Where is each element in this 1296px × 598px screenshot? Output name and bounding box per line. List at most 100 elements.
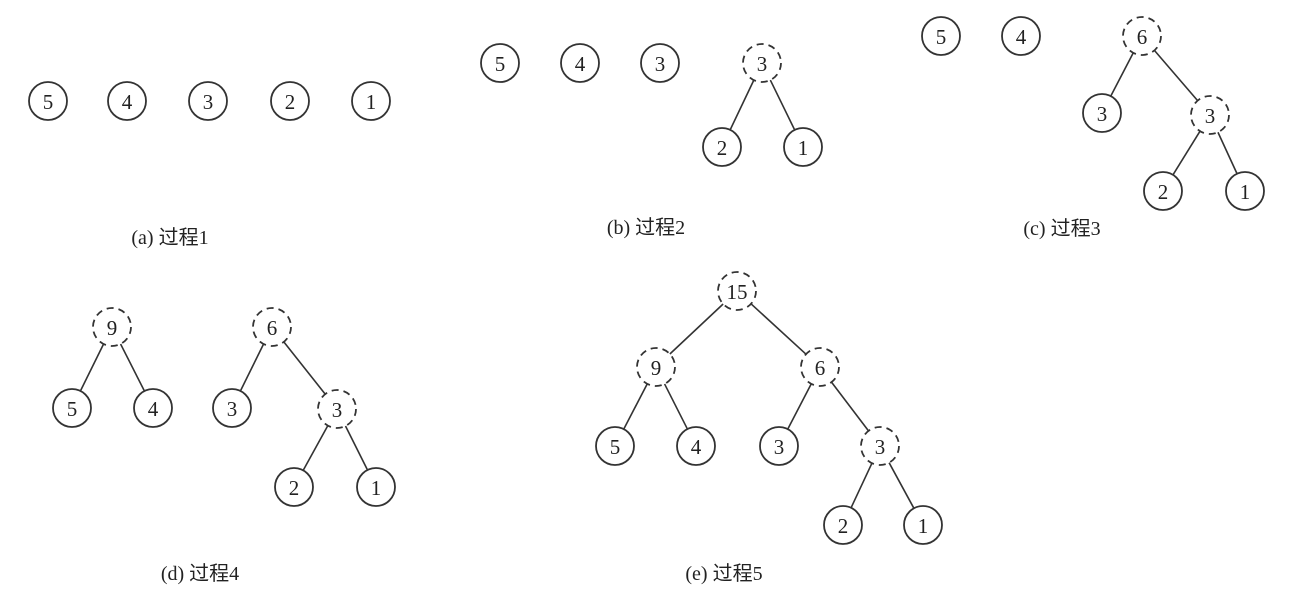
node-circle [921,16,961,56]
tree-edge [888,462,915,509]
leaf-node: 2 [823,505,863,545]
panel-caption: (b) 过程2 [607,216,685,239]
node-circle [783,127,823,167]
node-circle [640,43,680,83]
tree-edge [79,343,105,392]
dashed-node-circle [717,271,757,311]
node-circle [480,43,520,83]
panel-caption: (d) 过程4 [161,562,239,585]
merged-node: 3 [1190,95,1230,135]
node-circle [52,388,92,428]
leaf-node: 3 [212,388,252,428]
node-label: 1 [1240,180,1251,204]
leaf-node: 4 [676,426,716,466]
node-label: 3 [875,435,886,459]
dashed-node-circle [92,307,132,347]
merged-node: 6 [252,307,292,347]
tree-edge [623,383,648,430]
node-label: 5 [610,435,621,459]
leaf-node: 3 [759,426,799,466]
tree-edge [850,462,873,509]
leaf-node: 5 [595,426,635,466]
node-label: 2 [717,136,728,160]
node-label: 2 [289,476,300,500]
node-circle [595,426,635,466]
node-label: 2 [838,514,849,538]
node-label: 3 [227,397,238,421]
node-label: 9 [651,356,662,380]
tree-edge [830,381,870,432]
leaf-node: 4 [560,43,600,83]
tree-edge [787,383,812,430]
merged-node: 3 [317,389,357,429]
leaf-node: 5 [52,388,92,428]
node-circle [1001,16,1041,56]
merged-node: 3 [860,426,900,466]
node-label: 3 [332,398,343,422]
node-label: 2 [285,90,296,114]
node-label: 5 [67,397,78,421]
leaf-node: 5 [28,81,68,121]
leaf-node: 1 [351,81,391,121]
tree-edge [1172,130,1201,176]
node-label: 4 [691,435,702,459]
dashed-node-circle [742,43,782,83]
dashed-node-circle [317,389,357,429]
tree-edge [769,79,796,131]
tree-edge [302,425,329,471]
node-circle [560,43,600,83]
leaf-node: 5 [480,43,520,83]
node-circle [903,505,943,545]
node-label: 9 [107,316,118,340]
leaf-node: 1 [783,127,823,167]
node-label: 1 [798,136,809,160]
node-circle [270,81,310,121]
leaf-node: 2 [702,127,742,167]
node-label: 4 [575,52,586,76]
leaf-node: 5 [921,16,961,56]
node-label: 3 [1097,102,1108,126]
tree-edge [119,343,146,392]
node-label: 1 [366,90,377,114]
node-circle [351,81,391,121]
merged-node: 6 [1122,16,1162,56]
dashed-node-circle [860,426,900,466]
tree-edge [669,303,724,355]
dashed-node-circle [800,347,840,387]
node-circle [759,426,799,466]
merged-node: 9 [92,307,132,347]
merged-node: 6 [800,347,840,387]
leaf-node: 2 [1143,171,1183,211]
leaf-node: 4 [107,81,147,121]
node-circle [188,81,228,121]
node-label: 4 [122,90,133,114]
node-label: 6 [815,356,826,380]
node-label: 5 [936,25,947,49]
tree-edge [750,303,807,355]
leaf-node: 2 [274,467,314,507]
node-circle [702,127,742,167]
leaf-node: 3 [640,43,680,83]
tree-edge [1153,49,1199,102]
node-circle [356,467,396,507]
leaf-node: 3 [188,81,228,121]
leaf-node: 1 [903,505,943,545]
tree-edge [283,341,326,395]
node-label: 15 [727,280,748,304]
node-label: 4 [1016,25,1027,49]
tree-edge [1217,131,1238,175]
node-label: 6 [267,316,278,340]
node-circle [274,467,314,507]
node-label: 1 [371,476,382,500]
leaf-node: 1 [356,467,396,507]
node-label: 3 [655,52,666,76]
node-circle [28,81,68,121]
node-label: 2 [1158,180,1169,204]
merged-node: 15 [717,271,757,311]
tree-edge [1110,52,1134,97]
